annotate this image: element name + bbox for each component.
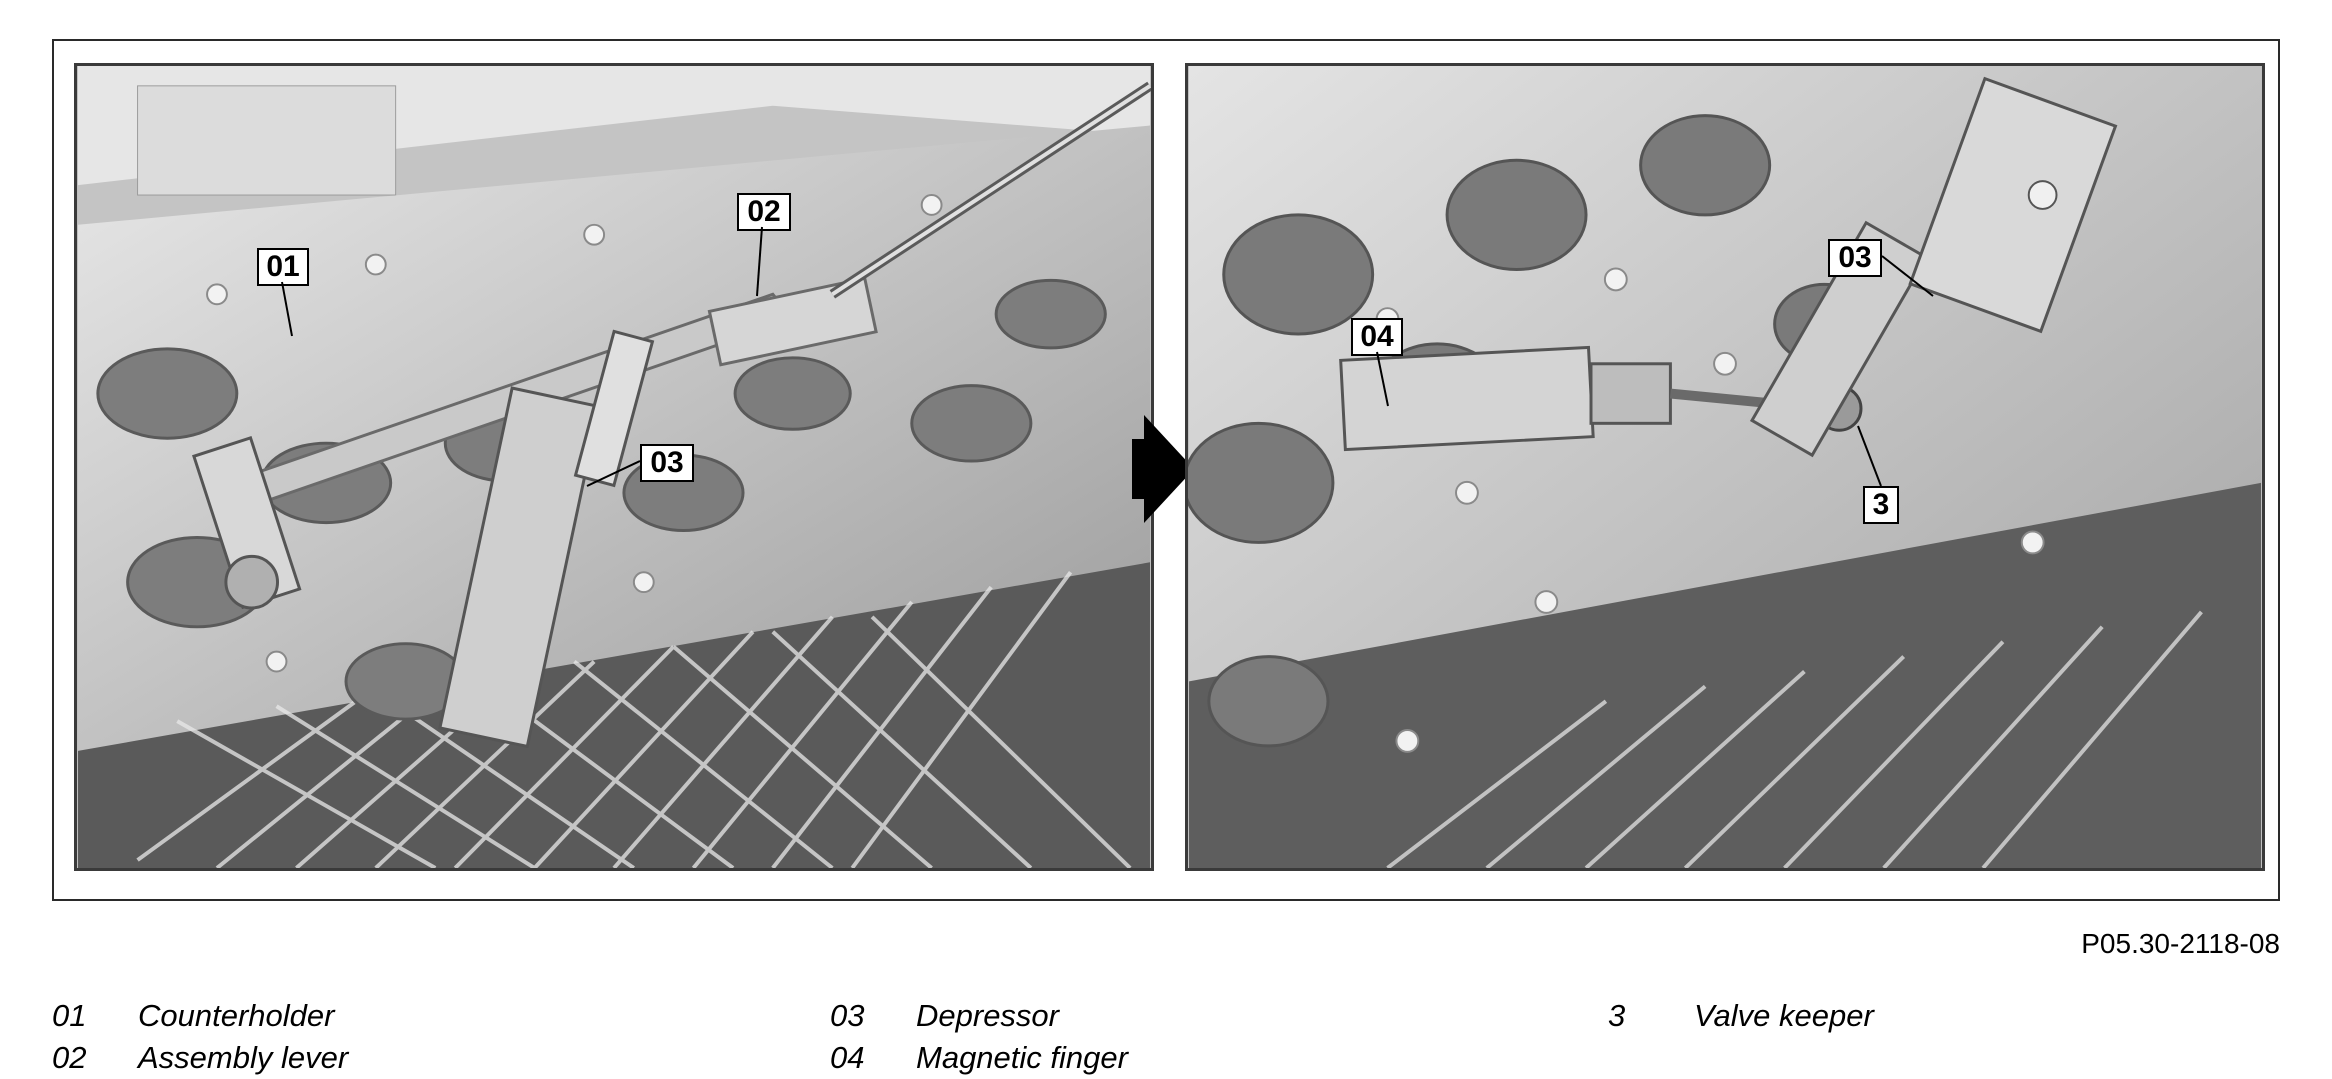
cylinder-head-illustration-right <box>1188 66 2261 868</box>
callout-03-left: 03 <box>640 444 694 482</box>
callout-03-right: 03 <box>1828 239 1882 277</box>
legend-item: 01 Counterholder <box>52 995 348 1037</box>
legend-code: 03 <box>830 998 865 1033</box>
legend-item: 04 Magnetic finger <box>830 1037 1128 1079</box>
legend-label: Valve keeper <box>1694 998 1874 1033</box>
legend-column-1: 01 Counterholder 02 Assembly lever <box>52 995 348 1079</box>
callout-3: 3 <box>1863 486 1899 524</box>
legend-code: 3 <box>1608 998 1626 1033</box>
left-illustration-panel: 01 02 03 <box>74 63 1154 871</box>
legend-label: Assembly lever <box>138 1040 349 1075</box>
figure-frame: 01 02 03 <box>52 39 2280 901</box>
legend-item: 03 Depressor <box>830 995 1128 1037</box>
legend-column-3: 3 Valve keeper <box>1608 995 1874 1037</box>
legend-code: 04 <box>830 1040 865 1075</box>
right-illustration-panel: 04 03 3 <box>1185 63 2265 871</box>
callout-02: 02 <box>737 193 791 231</box>
figure-code: P05.30-2118-08 <box>2081 928 2280 959</box>
legend-label: Depressor <box>916 998 1059 1033</box>
legend-column-2: 03 Depressor 04 Magnetic finger <box>830 995 1128 1079</box>
legend-code: 02 <box>52 1040 87 1075</box>
legend-item: 3 Valve keeper <box>1608 995 1874 1037</box>
legend-label: Magnetic finger <box>916 1040 1128 1075</box>
callout-01: 01 <box>257 248 309 286</box>
legend-code: 01 <box>52 998 87 1033</box>
callout-04: 04 <box>1351 318 1403 356</box>
legend-label: Counterholder <box>138 998 335 1033</box>
cylinder-head-illustration-left <box>78 66 1151 868</box>
legend-item: 02 Assembly lever <box>52 1037 348 1079</box>
